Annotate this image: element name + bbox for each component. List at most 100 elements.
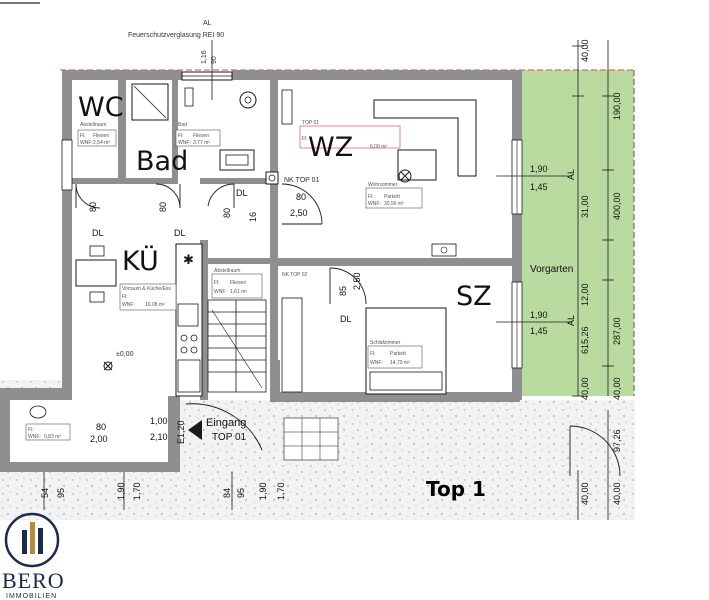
ku-tag-fl: Fl:	[122, 294, 128, 300]
entry-tag-wnf-val: 0,83 m²	[44, 434, 61, 440]
dim-145b: 1,45	[530, 326, 548, 336]
abst-tag-wnf-val: 1,61 m²	[230, 289, 247, 295]
rdim-7: 12,00	[580, 283, 590, 306]
abst-tag-fl-val: Fliesen	[230, 280, 246, 286]
sz-tag-fl-val: Parkett	[390, 351, 406, 357]
dim-80a: 80	[88, 202, 98, 212]
coffee-table	[397, 149, 437, 181]
room-label-ku: KÜ	[122, 245, 159, 277]
nk-top02-label: NK TOP 02	[282, 272, 308, 278]
rdim-6: 31,00	[580, 195, 590, 218]
dim-bot-84: 84	[222, 488, 232, 498]
dim-dl-a: DL	[92, 228, 104, 238]
wz-tag-fl: Fl:	[368, 194, 374, 200]
wc-tag-name: Abstellraum	[80, 122, 106, 128]
small-wc-toilet	[29, 405, 47, 419]
entry-tag	[25, 423, 71, 441]
sz-tag-name: Schlafzimmer	[370, 340, 401, 346]
sink	[177, 303, 199, 327]
eingang-top-label: TOP 01	[212, 432, 247, 443]
room-label-bad: Bad	[136, 146, 188, 177]
nk-top01-box	[265, 171, 279, 185]
bad-tag-name: Bad	[178, 122, 187, 128]
dim-80b: 80	[158, 202, 168, 212]
dim-e120: E1,20	[176, 420, 186, 444]
rdim-4: 287,00	[612, 317, 622, 345]
level-label: ±0,00	[116, 351, 134, 358]
logo-name: BERO	[2, 568, 65, 593]
dim-al-r1: AL	[566, 169, 576, 180]
dim-210: 2,10	[150, 432, 168, 442]
eingang-label: Eingang	[206, 417, 246, 429]
wz-side-board	[281, 89, 293, 125]
dim-90-label: 90	[211, 56, 218, 64]
rdim-11: 97,26	[612, 429, 622, 452]
dim-bot-54: 54	[40, 488, 50, 498]
wz-top-tag-val: 6,09 m²	[370, 144, 387, 150]
room-label-sz: SZ	[456, 281, 492, 312]
tv-unit	[431, 243, 457, 257]
room-label-wc: WC	[78, 92, 124, 123]
dim-250: 2,50	[290, 208, 308, 218]
wardrobe	[281, 297, 303, 393]
stove-symbol: ✱	[183, 252, 194, 267]
fridge	[177, 359, 201, 393]
dim-al-r2: AL	[566, 315, 576, 326]
dim-bot-170b: 1,70	[276, 482, 286, 500]
wz-light-icon	[398, 169, 412, 183]
dim-dl-c: DL	[236, 188, 248, 198]
bad-tag-wnf-val: 3,77 m²	[193, 140, 210, 146]
entry-tag-wnf: WNF:	[28, 434, 41, 440]
al-top-label: AL	[203, 20, 212, 27]
toilet-symbol	[239, 91, 257, 109]
sz-tag-wnf-val: 14,70 m²	[390, 360, 410, 366]
vorgarten-label: Vorgarten	[530, 264, 573, 275]
bero-logo	[4, 512, 60, 568]
window-left	[61, 139, 73, 191]
bad-tag	[175, 129, 221, 147]
wz-top-tag-fl: Fl:	[302, 136, 308, 142]
abst-tag-fl: Fl:	[214, 280, 220, 286]
rdim-9: 40,00	[580, 377, 590, 400]
hob	[180, 334, 198, 354]
entry-tag-fl: Fl:	[28, 427, 34, 433]
ku-tag-wnf: WNF:	[122, 302, 135, 308]
rdim-1: 40,00	[580, 39, 590, 62]
sz-tag-fl: Fl:	[370, 351, 376, 357]
wz-top-tag	[299, 125, 401, 149]
interior-walls	[72, 80, 512, 400]
bad-tag-wnf: WNF:	[178, 140, 191, 146]
dim-bot-170: 1,70	[132, 482, 142, 500]
dim-bot-190b: 1,90	[258, 482, 268, 500]
level-icon	[103, 361, 113, 371]
wz-tag	[365, 187, 423, 209]
rdim-3: 400,00	[612, 192, 622, 220]
radiator-bad	[184, 87, 194, 107]
room-label-wz: WZ	[308, 132, 353, 163]
outdoor-steps	[283, 417, 339, 461]
dim-85: 85	[338, 286, 348, 296]
wc-tag-wnf-val: 2,54 m²	[93, 140, 110, 146]
ku-tag-wnf-val: 16,08 m²	[145, 302, 165, 308]
dim-100: 1,00	[150, 416, 168, 426]
dim-dl-d: DL	[340, 314, 352, 324]
wc-tag-wnf: WNF:	[80, 140, 93, 146]
dim-145a: 1,45	[530, 182, 548, 192]
dim-bot-95: 95	[56, 488, 66, 498]
rdim-8: 615,26	[580, 326, 590, 354]
rdim-12: 40,00	[612, 482, 622, 505]
rdim-2: 190,00	[612, 92, 622, 120]
abst-tag	[211, 273, 263, 299]
dim-bot-190: 1,90	[116, 482, 126, 500]
wz-tag-wnf: WNF:	[368, 201, 381, 207]
dim-80e: 80	[96, 422, 106, 432]
sz-tag-wnf: WNF:	[370, 360, 383, 366]
rdim-10: 40,00	[580, 482, 590, 505]
nk-top01-label: NK TOP 01	[284, 177, 320, 184]
bad-tag-fl-val: Fliesen	[193, 133, 209, 139]
wc-tag-fl: Fl:	[80, 133, 86, 139]
staircase	[207, 299, 267, 393]
ku-tag	[119, 283, 177, 311]
sofa	[373, 99, 477, 177]
dim-bot-95b: 95	[236, 488, 246, 498]
